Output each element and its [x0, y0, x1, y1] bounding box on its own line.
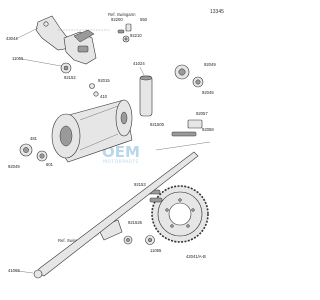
label-92210: 92210: [130, 33, 142, 38]
collar-41024: [139, 75, 153, 117]
bearing-92045: [174, 64, 204, 88]
label-921500: 921500: [150, 122, 165, 127]
label-92049-bottom: 92049: [8, 164, 20, 169]
chain-adjuster-bottom: [97, 219, 155, 245]
label-550: 550: [140, 17, 148, 22]
figure-number: 13345: [210, 9, 224, 15]
watermark: OEM MOTORPARTS: [102, 143, 140, 165]
rear-hub: [51, 99, 133, 163]
label-11065-top: 11065: [12, 56, 24, 61]
exploded-parts-diagram: 13345 OEM MOTORPARTS Ref. Swingarm 43044…: [6, 9, 224, 279]
label-42041: 42041/A-B: [186, 254, 206, 259]
bolt-set-92058: [155, 119, 211, 151]
ref-swingarm-top: Ref. Swingarm: [108, 12, 136, 17]
watermark-brand: OEM: [102, 143, 140, 161]
spacer-11065-top: [60, 62, 72, 74]
label-43044: 43044: [6, 36, 18, 41]
label-601: 601: [46, 162, 54, 167]
label-92152: 92152: [64, 75, 76, 80]
label-921526: 921526: [128, 220, 143, 225]
label-92045: 92045: [202, 90, 214, 95]
caliper-bracket: [35, 15, 97, 65]
rear-axle: [33, 151, 199, 279]
label-410: 410: [100, 94, 108, 99]
rear-sprocket: [151, 185, 209, 243]
label-92200: 92200: [111, 17, 123, 22]
watermark-tagline: MOTORPARTS: [103, 159, 139, 165]
label-481: 481: [30, 136, 38, 141]
label-41068: 41068: [8, 268, 20, 273]
ref-swingarm-bottom: Ref. Swingarm: [58, 238, 86, 243]
bolt-group-top: [117, 23, 132, 43]
label-92015: 92015: [98, 78, 110, 83]
label-11065-bottom: 11065: [150, 248, 162, 253]
label-92058: 92058: [202, 127, 214, 132]
label-92153: 92153: [134, 182, 146, 187]
nut-92015: [89, 83, 99, 97]
label-92049-top: 92049: [204, 62, 216, 67]
label-92057: 92057: [196, 111, 208, 116]
bearing-group-left: [19, 143, 48, 162]
label-41024: 41024: [133, 61, 145, 66]
